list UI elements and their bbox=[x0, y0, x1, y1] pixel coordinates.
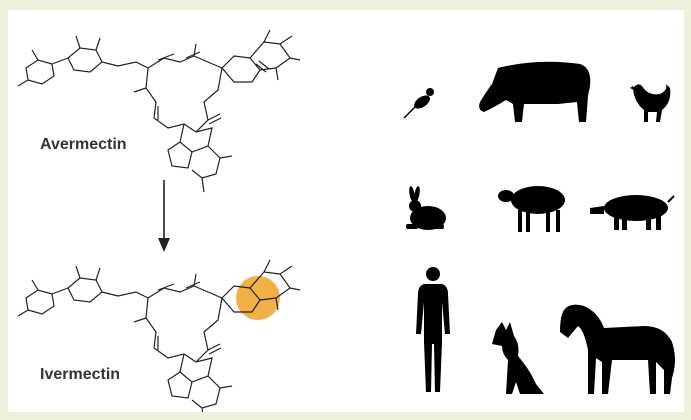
figure-panel: Avermectin Ivermectin bbox=[8, 10, 684, 412]
avermectin-label: Avermectin bbox=[40, 136, 127, 153]
human-icon bbox=[416, 267, 450, 392]
horse-icon bbox=[560, 304, 675, 394]
rabbit-icon bbox=[406, 186, 446, 230]
pig-icon bbox=[590, 195, 675, 230]
cow-icon bbox=[479, 61, 591, 122]
dog-icon bbox=[492, 322, 544, 394]
rat-icon bbox=[403, 88, 434, 119]
avermectin-structure bbox=[17, 29, 301, 193]
reaction-arrow bbox=[158, 180, 170, 252]
diagram-canvas bbox=[17, 29, 675, 412]
sheep-icon bbox=[498, 186, 565, 232]
ivermectin-label: Ivermectin bbox=[40, 366, 121, 383]
chicken-icon bbox=[630, 84, 671, 122]
